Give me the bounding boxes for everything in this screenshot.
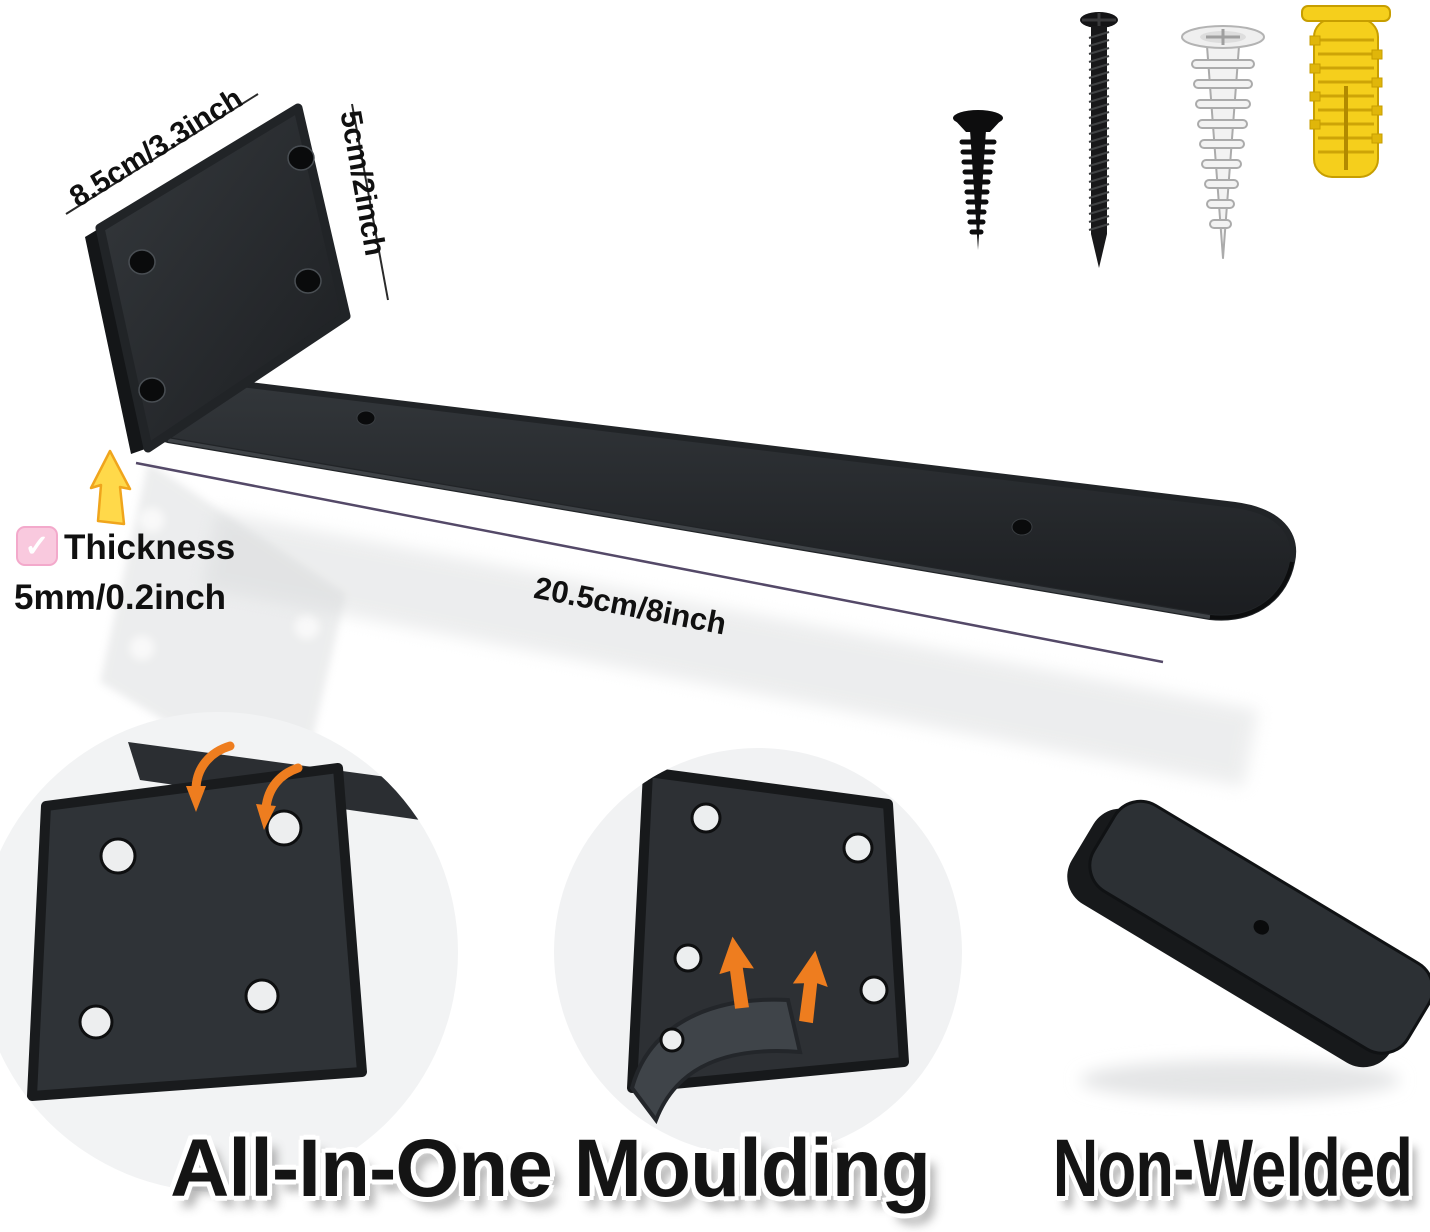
thickness-value: 5mm/0.2inch — [14, 578, 227, 617]
bar-hole-right — [1011, 518, 1033, 536]
thickness-label: Thickness — [64, 528, 236, 567]
caption-non-welded: Non-Welded — [1052, 1123, 1413, 1214]
drywall-anchor-icon — [1181, 25, 1265, 259]
check-icon: ✓ — [16, 526, 58, 566]
screw-small-icon — [953, 110, 1003, 250]
dim-line-height — [351, 103, 389, 301]
dim-line-length — [135, 461, 1164, 664]
bend-up-arrows-icon — [719, 936, 828, 1024]
bar-hole-left — [356, 410, 376, 426]
fold-arrows-icon — [186, 741, 303, 830]
closeup-corner-photo — [554, 748, 962, 1156]
bar-piece-hole — [1253, 920, 1270, 935]
expansion-anchor-icon — [1301, 5, 1391, 178]
closeup-moulding-photo — [0, 712, 458, 1192]
dim-line-width — [65, 93, 259, 215]
wall-plate — [85, 103, 351, 454]
plate-holes — [128, 145, 322, 403]
caption-moulding: All-In-One Moulding — [170, 1123, 931, 1214]
screw-large-icon — [1080, 12, 1118, 268]
closeup1-holes — [78, 809, 303, 1040]
bar-reflection — [202, 511, 1259, 787]
closeup-bar-piece-photo — [1067, 799, 1430, 1100]
thickness-arrow-icon — [89, 449, 132, 526]
closeup2-holes — [659, 802, 889, 1053]
